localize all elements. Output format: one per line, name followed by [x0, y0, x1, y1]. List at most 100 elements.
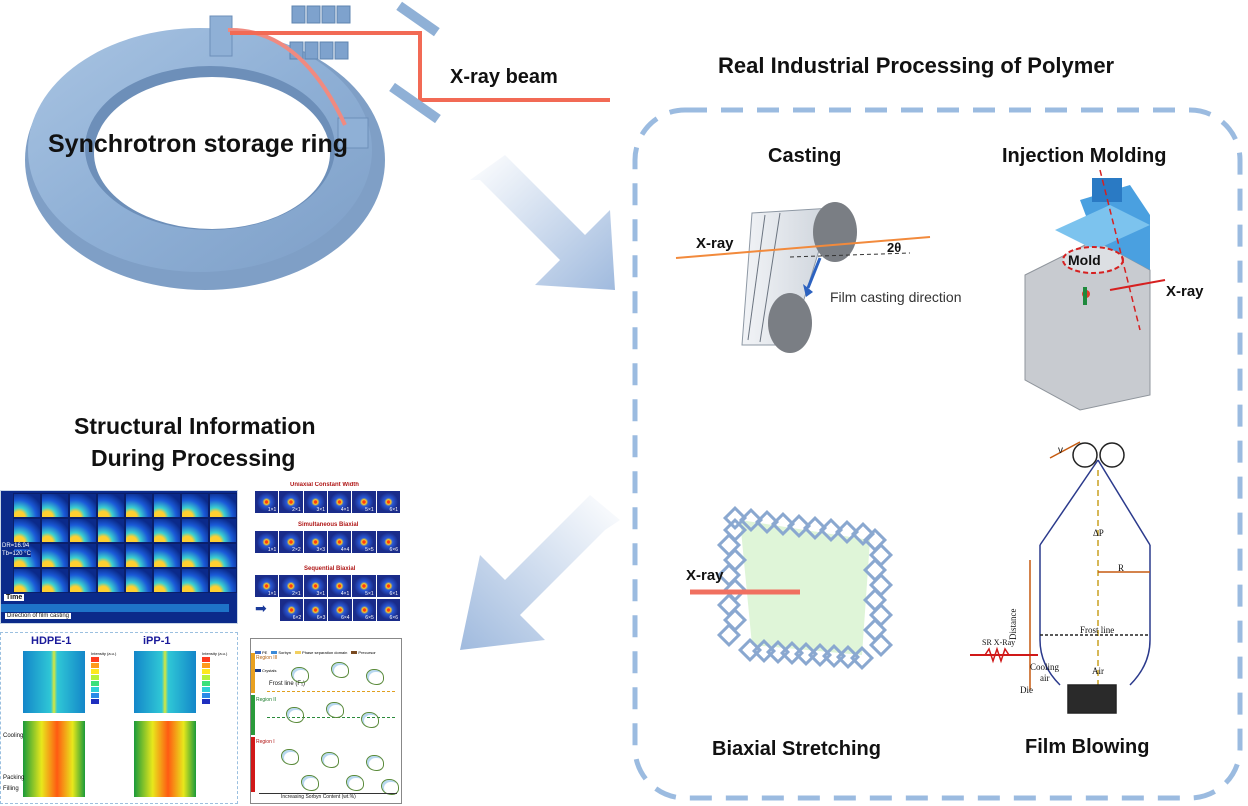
intensity-swatch — [202, 681, 210, 686]
regions-legend-item: Phase separation domain — [295, 650, 347, 655]
chain-blob — [366, 669, 384, 685]
casting-pattern-tile — [153, 568, 181, 593]
stretch-ratio-label: 6×6 — [389, 547, 398, 553]
grip-diamond — [818, 517, 844, 543]
casting-pattern-tile — [69, 568, 97, 593]
regions-legend-swatch — [271, 651, 278, 654]
flow-arrow-right — [470, 155, 615, 290]
casting-pattern-tile — [97, 493, 125, 518]
hdpe-intensity-legend: Intensity (a.u.) — [91, 651, 119, 705]
intensity-swatch — [91, 699, 99, 704]
casting-pattern-tile — [153, 493, 181, 518]
casting-pattern-tile — [181, 493, 209, 518]
chain-blob — [326, 702, 344, 718]
ring-label: Synchrotron storage ring — [48, 130, 349, 158]
stretch-ratio-label: 6×1 — [389, 507, 398, 513]
blowing-filling-stage: Filling — [3, 786, 19, 792]
chain-morphology — [271, 657, 399, 795]
blowing-title: Film Blowing — [1025, 736, 1150, 758]
region2-bar — [251, 695, 255, 735]
stretch-ratio-label: 6×4 — [341, 615, 350, 621]
grip-diamond — [754, 509, 780, 535]
casting-pattern-tile — [97, 518, 125, 543]
hdpe-contour-bottom — [23, 721, 85, 797]
casting-pattern-tile — [153, 518, 181, 543]
blowing-velocity-label: v — [1058, 445, 1063, 456]
casting-direction-caption: Direction of film casting — [5, 613, 72, 619]
simultaneous-pattern: 1×1 — [255, 531, 279, 553]
sequential-title: Sequential Biaxial — [304, 566, 356, 572]
storage-ring — [25, 28, 385, 290]
simultaneous-pattern: 5×5 — [352, 531, 376, 553]
intensity-swatch — [91, 675, 99, 680]
sequential-pattern: 6×1 — [376, 575, 400, 597]
casting-dr-label: DR=16.94 — [2, 543, 30, 549]
casting-direction-label: Film casting direction — [830, 289, 962, 305]
uniaxial-pattern: 6×1 — [376, 491, 400, 513]
chain-blob — [361, 712, 379, 728]
stretch-ratio-label: 1×1 — [267, 591, 277, 597]
region1-bar — [251, 737, 255, 792]
simultaneous-pattern: 6×6 — [376, 531, 400, 553]
casting-pattern-tile — [209, 568, 237, 593]
intensity-swatch — [202, 687, 210, 692]
chain-blob — [301, 775, 319, 791]
frost-line — [267, 691, 395, 692]
injection-machine — [1024, 169, 1166, 411]
sequential-pattern: 1×1 — [255, 575, 279, 597]
intensity-swatch — [202, 663, 210, 668]
stretch-ratio-label: 6×2 — [292, 615, 302, 621]
sequential-arrow-icon: ➡ — [255, 600, 267, 616]
structural-title-line2: During Processing — [91, 445, 296, 471]
stretch-ratio-label: 5×5 — [365, 547, 374, 553]
chain-blob — [281, 749, 299, 765]
grip-diamond — [737, 637, 763, 663]
casting-pattern-tile — [41, 568, 69, 593]
intensity-swatch — [91, 663, 99, 668]
industrial-title: Real Industrial Processing of Polymer — [718, 53, 1115, 78]
chain-blob — [381, 779, 399, 795]
stretch-ratio-label: 1×1 — [267, 507, 277, 513]
intensity-swatch — [202, 657, 210, 662]
stretch-ratio-label: 1×1 — [267, 547, 277, 553]
stretch-ratio-label: 2×2 — [292, 547, 301, 553]
chain-blob — [346, 775, 364, 791]
region2-label: Region II — [256, 697, 277, 703]
casting-title: Casting — [768, 145, 842, 167]
grip-diamond — [793, 641, 819, 667]
casting-pattern-tile — [209, 543, 237, 568]
grip-diamond — [835, 644, 861, 670]
uniaxial-pattern: 1×1 — [255, 491, 279, 513]
film-blowing-schematic — [970, 441, 1151, 714]
regions-legend-item: Sorbyn — [271, 650, 291, 655]
blowing-dp-label: ΔP — [1093, 528, 1104, 538]
chain-blob — [366, 755, 384, 771]
sequential-pattern-2: 6×2 — [280, 599, 304, 621]
chain-blob — [331, 662, 349, 678]
casting-pattern-tile — [69, 518, 97, 543]
casting-pattern-tile — [41, 493, 69, 518]
casting-pattern-tile — [181, 543, 209, 568]
stretch-ratio-label: 3×3 — [316, 547, 325, 553]
grip-diamond — [821, 643, 847, 669]
blowing-sr-label: SR X-Ray — [982, 638, 1016, 647]
frost-line-label: Frost line (F₁) — [269, 681, 306, 687]
sequential-pattern: 3×1 — [303, 575, 327, 597]
uniaxial-title: Uniaxial Constant Width — [290, 482, 359, 488]
region1-label: Region I — [256, 739, 275, 745]
ipp-contour-top — [134, 651, 196, 713]
stretch-ratio-label: 6×5 — [365, 615, 374, 621]
casting-pattern-tile — [69, 543, 97, 568]
uniaxial-pattern: 2×1 — [279, 491, 303, 513]
stretch-ratio-label: 4×1 — [340, 591, 350, 597]
biaxial-sample — [690, 505, 894, 671]
simultaneous-pattern: 3×3 — [303, 531, 327, 553]
sequential-pattern: 5×1 — [352, 575, 376, 597]
stretch-ratio-label: 2×1 — [292, 507, 301, 513]
grip-diamond — [834, 519, 860, 545]
